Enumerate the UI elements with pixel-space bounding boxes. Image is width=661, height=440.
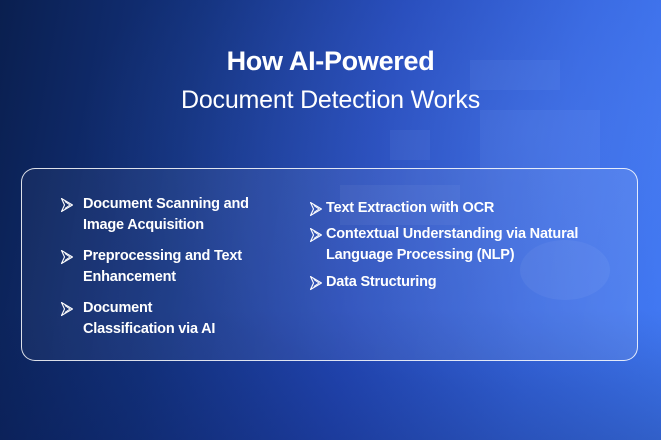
step-data-structuring: Data Structuring bbox=[309, 272, 437, 293]
double-chevron-right-icon bbox=[60, 197, 74, 213]
step-label: Text Extraction with OCR bbox=[326, 200, 495, 216]
step-label: Enhancement bbox=[83, 269, 176, 285]
step-label: Data Structuring bbox=[326, 274, 437, 290]
steps-card: Document Scanning and Image Acquisition … bbox=[21, 168, 638, 361]
step-label: Classification via AI bbox=[83, 321, 216, 337]
background-decoration bbox=[340, 185, 460, 225]
step-label: Image Acquisition bbox=[83, 217, 204, 233]
background-decoration bbox=[520, 240, 610, 300]
step-classification: Document Classification via AI bbox=[60, 298, 215, 340]
step-preprocessing: Preprocessing and Text Enhancement bbox=[60, 246, 242, 288]
step-text-extraction: Text Extraction with OCR bbox=[309, 198, 494, 219]
step-contextual-understanding: Contextual Understanding via Natural Lan… bbox=[309, 224, 578, 266]
step-label: Document Scanning and bbox=[83, 196, 249, 212]
step-document-scanning: Document Scanning and Image Acquisition bbox=[60, 194, 249, 236]
step-label: Contextual Understanding via Natural bbox=[326, 226, 579, 242]
step-label: Preprocessing and Text bbox=[83, 248, 242, 264]
page-subtitle: Document Detection Works bbox=[180, 86, 481, 114]
double-chevron-right-icon bbox=[60, 301, 74, 317]
page-title: How AI-Powered bbox=[226, 46, 435, 76]
background-decoration bbox=[470, 60, 560, 90]
background-decoration bbox=[480, 110, 600, 170]
double-chevron-right-icon bbox=[60, 249, 74, 265]
double-chevron-right-icon bbox=[309, 227, 323, 243]
double-chevron-right-icon bbox=[309, 201, 323, 217]
step-label: Document bbox=[83, 300, 153, 316]
background-decoration bbox=[390, 130, 430, 160]
double-chevron-right-icon bbox=[309, 275, 323, 291]
step-label: Language Processing (NLP) bbox=[326, 247, 515, 263]
